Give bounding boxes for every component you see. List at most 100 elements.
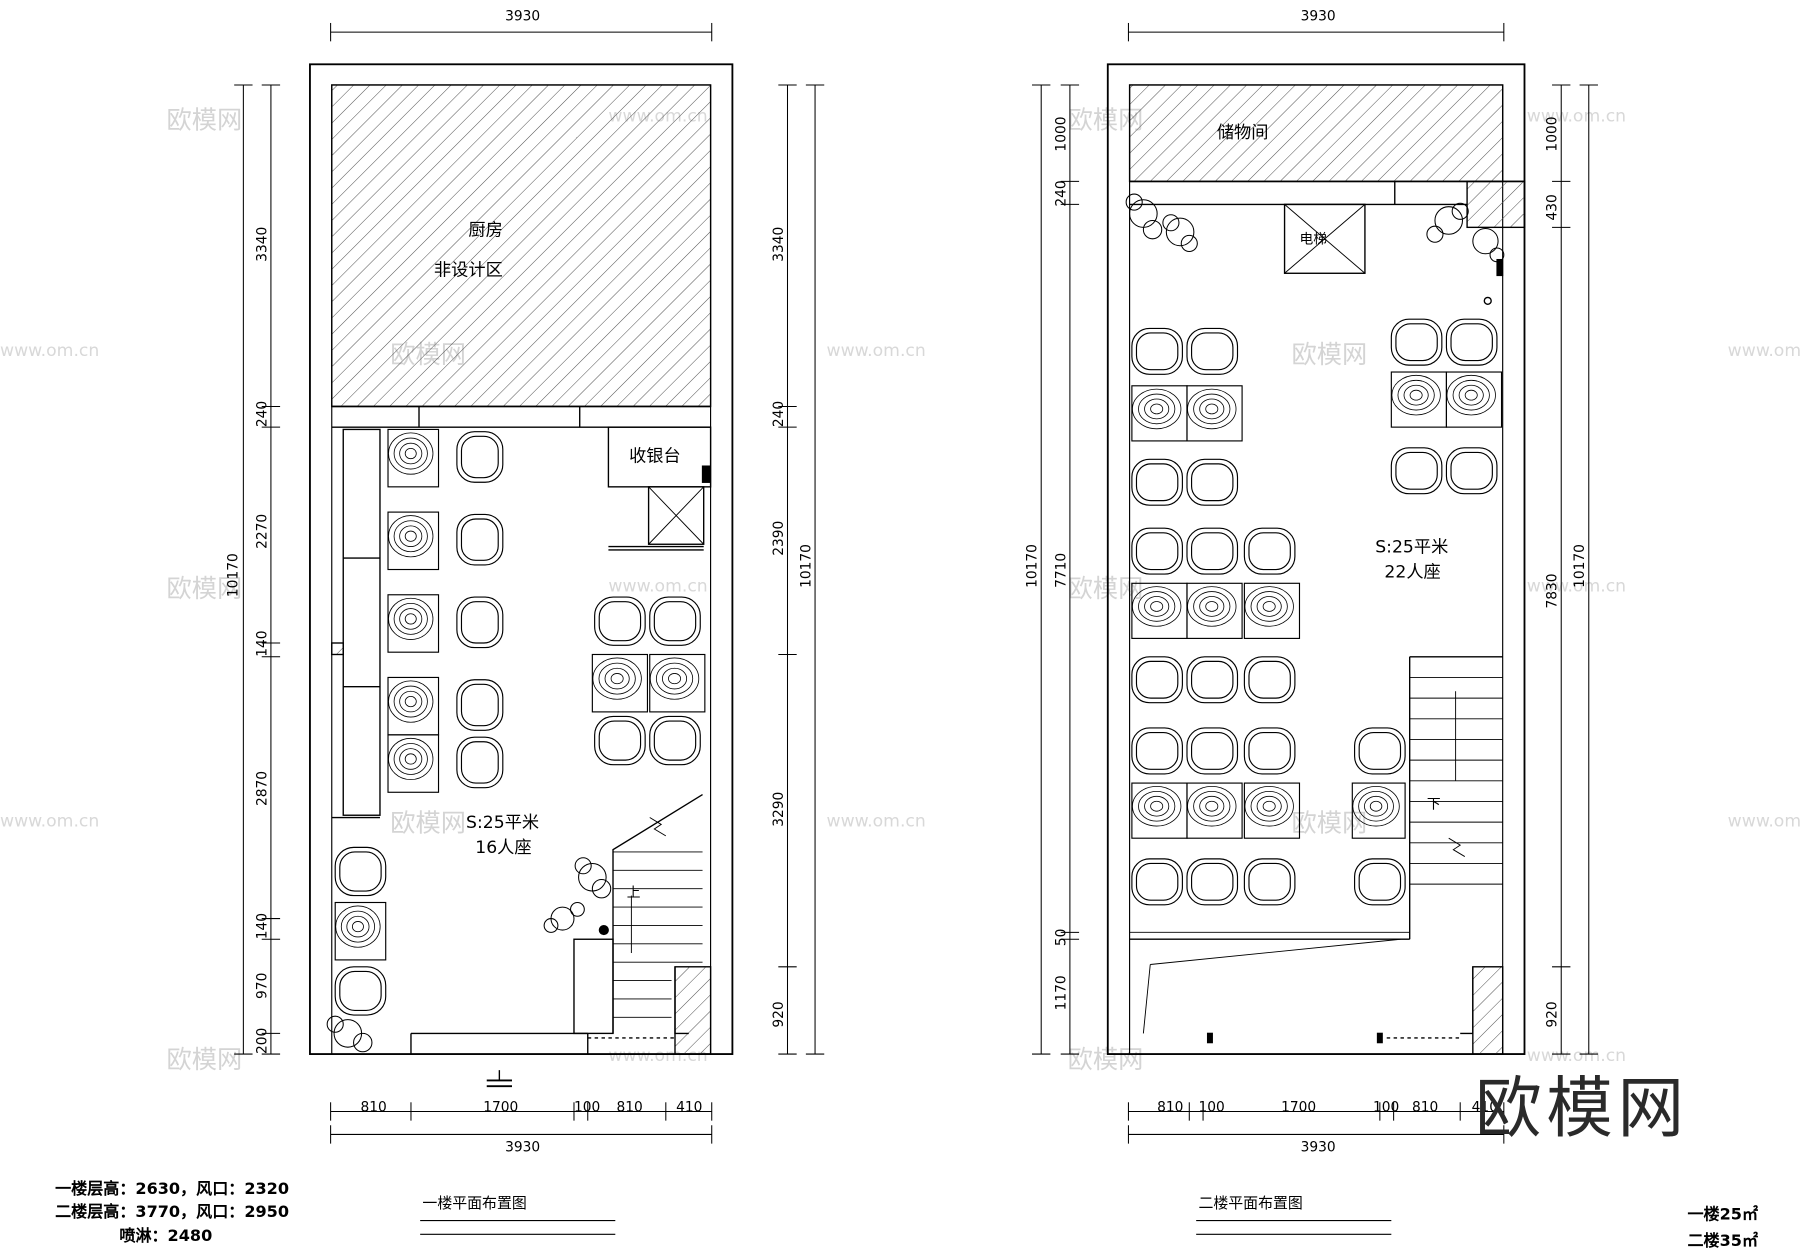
wood-grain <box>1150 800 1164 812</box>
wood-grain <box>1199 795 1225 817</box>
watermark-brand: 欧模网 <box>166 1045 242 1074</box>
watermark-brand: 欧模网 <box>1291 340 1367 369</box>
wood-grain <box>1187 785 1237 827</box>
wood-grain <box>1132 785 1182 827</box>
table <box>1131 385 1188 442</box>
wood-grain <box>388 737 434 781</box>
table-top <box>1243 582 1301 639</box>
wood-grain <box>1193 591 1231 622</box>
chair-cushion <box>1395 323 1438 362</box>
wood-grain <box>346 915 370 938</box>
table <box>1243 782 1301 839</box>
wood-grain <box>399 442 423 465</box>
first-floor-furniture <box>334 428 706 1016</box>
dim-left: 1170 <box>1053 975 1069 1010</box>
chair-cushion <box>460 435 499 479</box>
table-top <box>1351 782 1406 839</box>
chair <box>1354 858 1406 906</box>
wood-grain <box>404 613 417 625</box>
dim-bottom: 810 <box>1157 1099 1183 1115</box>
wood-grain <box>388 597 434 640</box>
wood-grain <box>604 667 630 690</box>
dim-left: 2270 <box>254 514 270 549</box>
chair <box>1131 327 1183 375</box>
chair <box>1186 327 1239 375</box>
wood-grain <box>1193 790 1231 822</box>
second-floor-furniture <box>1131 318 1503 906</box>
wood-grain <box>393 743 428 775</box>
elevator-cross <box>1284 204 1366 274</box>
planter-box <box>573 938 614 1035</box>
chair-seat <box>456 679 504 731</box>
table-top <box>387 428 440 488</box>
column-bottom-right <box>674 966 712 1055</box>
wood-grain <box>1132 586 1182 627</box>
wood-grain <box>399 525 423 547</box>
chair <box>1186 458 1239 506</box>
chair-seat <box>1186 327 1239 375</box>
chair <box>456 596 504 649</box>
wood-grain <box>1138 790 1176 822</box>
fixture <box>1483 296 1492 305</box>
dim-bottom: 810 <box>616 1099 642 1115</box>
watermark-brand: 欧模网 <box>166 574 242 603</box>
chair <box>1243 727 1296 775</box>
chair-seat <box>1445 447 1498 495</box>
plant-icon <box>1125 193 1505 277</box>
chair <box>334 966 387 1016</box>
dim-left: 140 <box>254 630 270 656</box>
chair <box>1131 458 1183 506</box>
dim-right: 920 <box>1545 1001 1561 1027</box>
first-floor-plan <box>309 63 734 1088</box>
area-label: S:25平米 <box>466 813 539 833</box>
dim-left: 970 <box>254 973 270 999</box>
wood-grain <box>393 602 428 635</box>
chair-cushion <box>1191 731 1234 770</box>
inner-wall <box>1129 84 1504 1055</box>
dim-bottom: 810 <box>360 1099 386 1115</box>
wood-grain <box>1132 388 1182 430</box>
marker <box>1206 1032 1213 1044</box>
table <box>1351 782 1406 839</box>
watermark-url: www.om.cn <box>1728 341 1800 361</box>
table-top <box>387 734 440 793</box>
dim-bottom: 100 <box>1198 1099 1224 1115</box>
dim-right: 3340 <box>771 227 787 262</box>
watermark-url: www.om.cn <box>0 341 99 361</box>
chair-cushion <box>1135 532 1179 571</box>
dim-right-total: 10170 <box>798 544 814 588</box>
chair-seat <box>456 513 504 566</box>
wood-grain <box>610 673 624 685</box>
chair <box>1131 727 1183 775</box>
chair <box>334 846 387 897</box>
watermark-url: www.om.cn <box>0 812 99 832</box>
seat-count-label: 16人座 <box>475 838 531 858</box>
chair-seat <box>1243 727 1296 775</box>
wood-grain <box>1150 403 1164 415</box>
second-floor-dimension-text: 3930 3930 810 100 1700 100 810 410 10170… <box>1025 9 1589 1156</box>
wood-grain <box>340 910 376 943</box>
watermark-brand: 欧模网 <box>1291 808 1367 837</box>
dim-bottom: 410 <box>1472 1099 1498 1115</box>
watermark-url: www.om.cn <box>827 812 926 832</box>
table-top <box>1186 385 1243 442</box>
wood-grain <box>1464 389 1478 401</box>
chair-cushion <box>598 720 642 761</box>
chair <box>1390 447 1443 495</box>
chair <box>1131 858 1183 906</box>
chair-cushion <box>460 683 499 727</box>
brand-logo: 欧模网 <box>1475 1069 1688 1147</box>
dim-bottom-total: 3930 <box>1301 1140 1336 1156</box>
wood-grain <box>1256 795 1282 817</box>
chair-seat <box>1186 527 1239 575</box>
dim-left: 240 <box>1053 180 1069 206</box>
wood-grain <box>1256 596 1282 617</box>
chair <box>649 596 701 646</box>
elevator-shaft <box>1283 203 1366 274</box>
chair-seat <box>1390 447 1443 495</box>
elevator-shaft <box>647 486 705 545</box>
dim-right: 1000 <box>1545 117 1561 152</box>
wood-grain <box>1409 389 1423 401</box>
dim-left: 200 <box>254 1028 270 1054</box>
note-line: 二楼层高：3770，风口：2950 <box>55 1202 289 1221</box>
